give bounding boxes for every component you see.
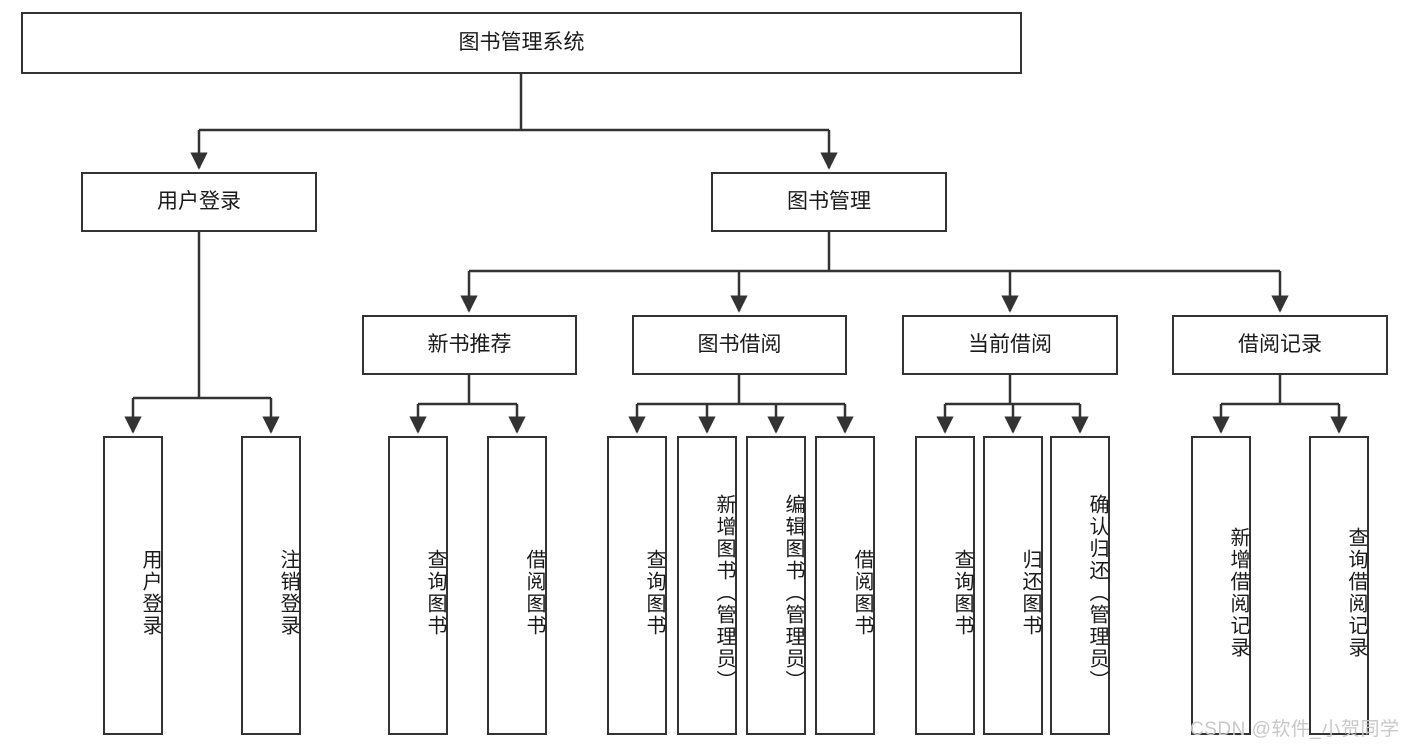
- node-borrowing-records[interactable]: 借阅记录: [1172, 315, 1388, 375]
- leaf-current-query-book[interactable]: 查询图书: [915, 436, 975, 735]
- node-label: 确认归还（管理员）: [1086, 493, 1108, 692]
- leaf-borrow-borrow-book[interactable]: 借阅图书: [815, 436, 875, 735]
- node-label: 新增借阅记录: [1227, 526, 1249, 659]
- leaf-current-confirm-return-admin[interactable]: 确认归还（管理员）: [1050, 436, 1110, 735]
- leaf-new-books-borrow-book[interactable]: 借阅图书: [487, 436, 547, 735]
- node-label: 借阅图书: [523, 548, 545, 637]
- leaf-records-query-record[interactable]: 查询借阅记录: [1309, 436, 1369, 735]
- leaf-current-return-book[interactable]: 归还图书: [983, 436, 1043, 735]
- node-label: 当前借阅: [968, 332, 1052, 356]
- node-label: 查询借阅记录: [1345, 526, 1367, 659]
- node-label: 用户登录: [157, 189, 241, 213]
- csdn-watermark: CSDN @软件_小贺同学: [1190, 719, 1400, 740]
- node-label: 新增图书（管理员）: [713, 493, 735, 692]
- node-root-book-management-system[interactable]: 图书管理系统: [21, 12, 1022, 74]
- node-label: 借阅记录: [1238, 332, 1322, 356]
- node-label: 编辑图书（管理员）: [782, 493, 804, 692]
- node-label: 归还图书: [1019, 548, 1041, 637]
- node-label: 借阅图书: [851, 548, 873, 637]
- node-current-borrowing[interactable]: 当前借阅: [902, 315, 1118, 375]
- leaf-records-add-record[interactable]: 新增借阅记录: [1191, 436, 1251, 735]
- node-book-borrowing[interactable]: 图书借阅: [632, 315, 847, 375]
- leaf-user-login-sign-in[interactable]: 用户登录: [103, 436, 163, 735]
- node-label: 图书借阅: [697, 332, 782, 356]
- leaf-new-books-query-book[interactable]: 查询图书: [388, 436, 448, 735]
- node-new-book-recommendation[interactable]: 新书推荐: [362, 315, 577, 375]
- node-label: 查询图书: [424, 548, 446, 637]
- node-label: 图书管理系统: [458, 30, 585, 54]
- node-book-management[interactable]: 图书管理: [711, 172, 947, 232]
- leaf-borrow-edit-book-admin[interactable]: 编辑图书（管理员）: [746, 436, 806, 735]
- leaf-borrow-add-book-admin[interactable]: 新增图书（管理员）: [677, 436, 737, 735]
- node-user-login[interactable]: 用户登录: [81, 172, 317, 232]
- node-label: 图书管理: [787, 189, 871, 213]
- node-label: 用户登录: [139, 548, 161, 637]
- leaf-borrow-query-book[interactable]: 查询图书: [607, 436, 667, 735]
- node-label: 新书推荐: [427, 332, 512, 356]
- node-label: 注销登录: [277, 548, 299, 637]
- node-label: 查询图书: [643, 548, 665, 637]
- leaf-user-login-sign-out[interactable]: 注销登录: [241, 436, 301, 735]
- node-label: 查询图书: [951, 548, 973, 637]
